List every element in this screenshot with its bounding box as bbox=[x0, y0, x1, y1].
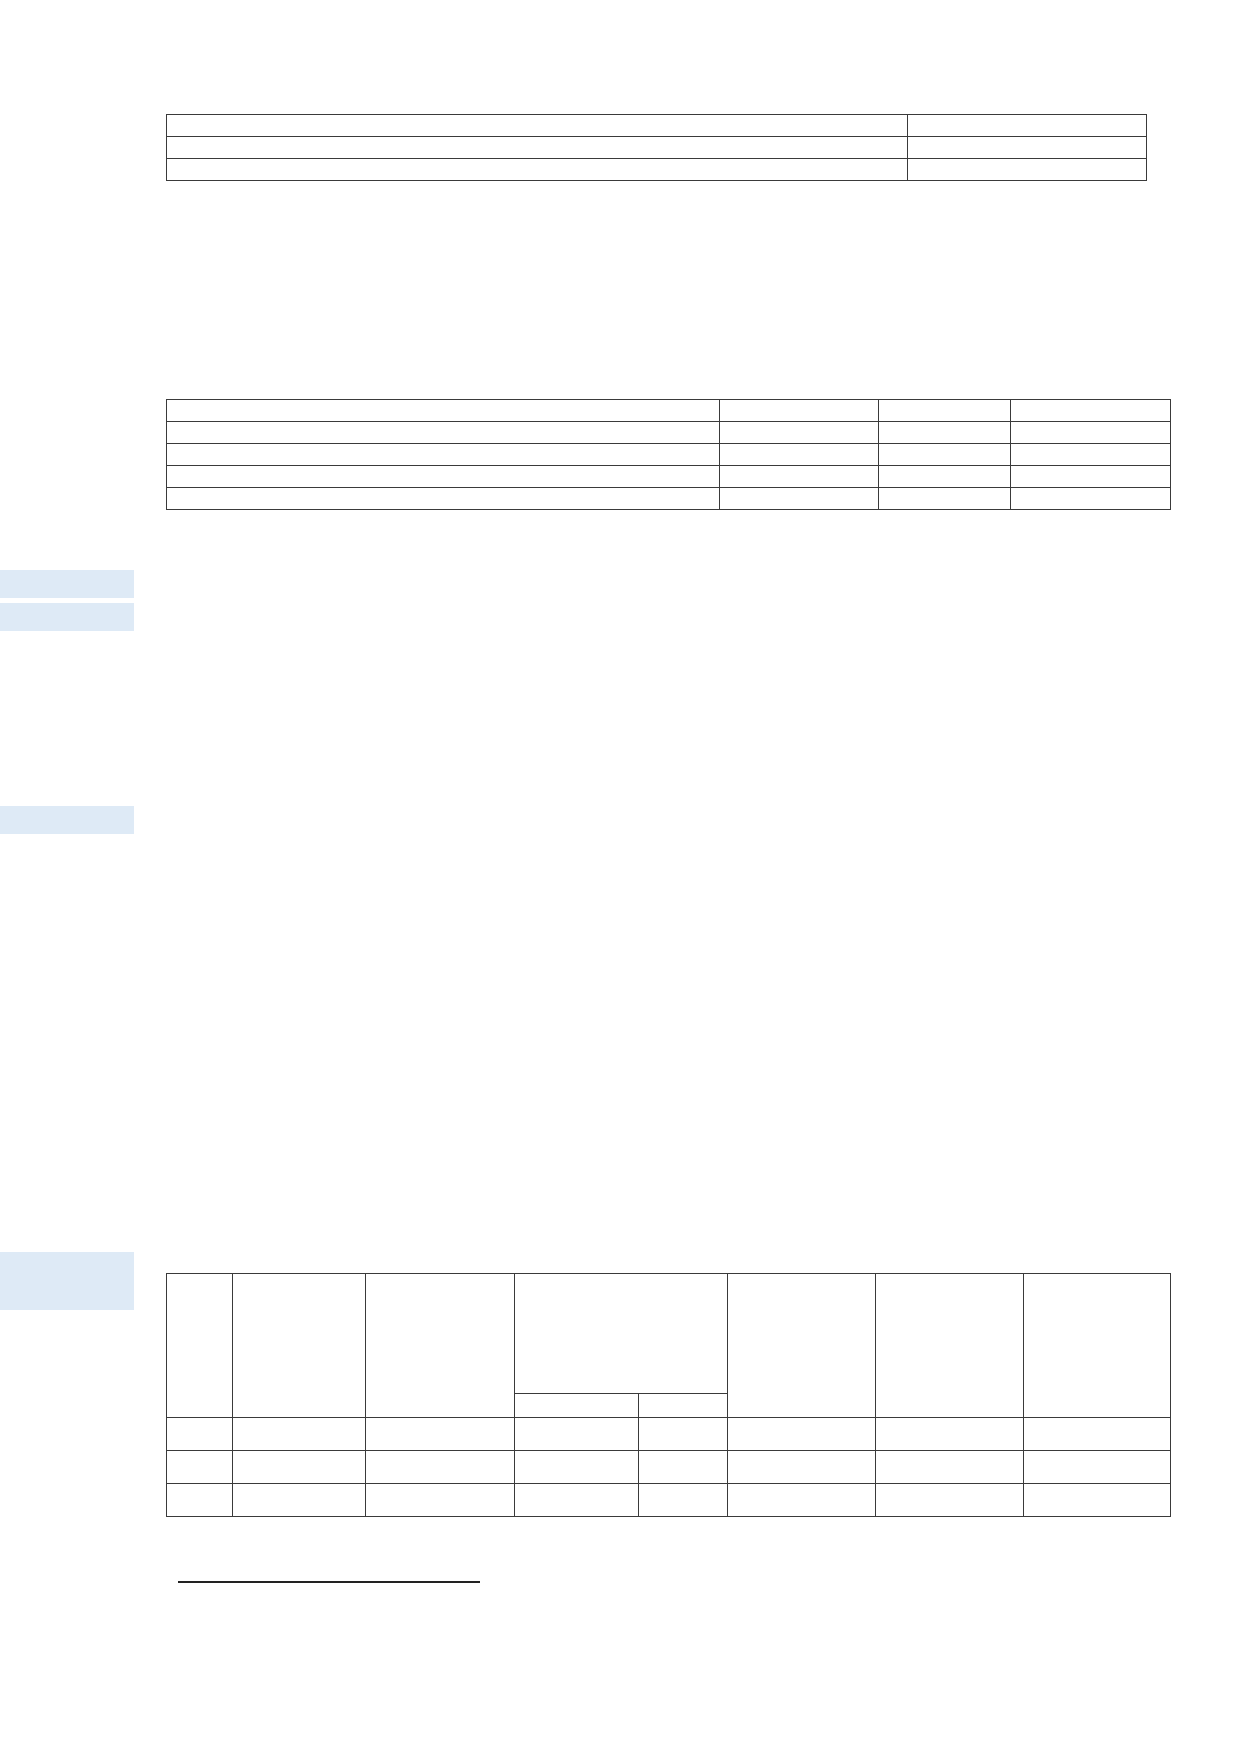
margin-tab-1 bbox=[0, 570, 134, 598]
table-cell bbox=[727, 1483, 876, 1517]
table-cell bbox=[727, 1417, 876, 1451]
table-cell bbox=[719, 399, 879, 422]
table-cell bbox=[514, 1450, 639, 1484]
table-1-row bbox=[166, 114, 1147, 137]
table-3-header-cell bbox=[232, 1273, 366, 1418]
table-cell bbox=[875, 1483, 1024, 1517]
table-cell bbox=[166, 158, 908, 181]
table-cell bbox=[166, 136, 908, 159]
table-cell bbox=[638, 1417, 728, 1451]
table-cell bbox=[719, 443, 879, 466]
table-3-row bbox=[166, 1450, 1171, 1484]
table-cell bbox=[166, 1450, 233, 1484]
table-cell bbox=[1010, 421, 1171, 444]
table-cell bbox=[878, 465, 1011, 488]
table-cell bbox=[166, 421, 720, 444]
table-2-row bbox=[166, 421, 1171, 444]
table-3-row bbox=[166, 1483, 1171, 1517]
footnote-rule bbox=[178, 1581, 480, 1583]
table-3 bbox=[166, 1273, 1171, 1517]
table-cell bbox=[166, 1483, 233, 1517]
table-cell bbox=[1023, 1483, 1171, 1517]
table-3-subheader-cell bbox=[514, 1393, 639, 1418]
table-3-row bbox=[166, 1417, 1171, 1451]
table-cell bbox=[166, 1417, 233, 1451]
table-2-row bbox=[166, 399, 1171, 422]
table-cell bbox=[638, 1450, 728, 1484]
table-cell bbox=[365, 1450, 515, 1484]
table-cell bbox=[166, 487, 720, 510]
table-cell bbox=[514, 1483, 639, 1517]
table-1-row bbox=[166, 136, 1147, 159]
table-cell bbox=[878, 399, 1011, 422]
table-cell bbox=[907, 158, 1147, 181]
table-cell bbox=[232, 1450, 366, 1484]
table-cell bbox=[1010, 443, 1171, 466]
table-cell bbox=[1023, 1417, 1171, 1451]
table-cell bbox=[365, 1417, 515, 1451]
table-cell bbox=[875, 1417, 1024, 1451]
table-3-header-cell bbox=[166, 1273, 233, 1418]
table-cell bbox=[166, 443, 720, 466]
table-cell bbox=[875, 1450, 1024, 1484]
table-3-subheader-cell bbox=[638, 1393, 728, 1418]
table-cell bbox=[719, 465, 879, 488]
table-cell bbox=[365, 1483, 515, 1517]
table-cell bbox=[166, 465, 720, 488]
table-3-header-group bbox=[514, 1273, 728, 1394]
table-3-header-cell bbox=[365, 1273, 515, 1418]
table-cell bbox=[514, 1417, 639, 1451]
table-1-row bbox=[166, 158, 1147, 181]
table-cell bbox=[166, 114, 908, 137]
table-cell bbox=[719, 421, 879, 444]
margin-tab-3 bbox=[0, 806, 134, 834]
table-1 bbox=[166, 114, 1147, 181]
table-cell bbox=[878, 421, 1011, 444]
table-cell bbox=[719, 487, 879, 510]
table-cell bbox=[166, 399, 720, 422]
table-2-row bbox=[166, 487, 1171, 510]
table-cell bbox=[907, 136, 1147, 159]
margin-tab-4 bbox=[0, 1252, 134, 1310]
table-cell bbox=[878, 443, 1011, 466]
table-2-row bbox=[166, 443, 1171, 466]
table-3-header-cell bbox=[1023, 1273, 1171, 1418]
table-cell bbox=[727, 1450, 876, 1484]
table-cell bbox=[232, 1417, 366, 1451]
table-cell bbox=[878, 487, 1011, 510]
table-2 bbox=[166, 399, 1171, 510]
table-cell bbox=[1010, 465, 1171, 488]
margin-tab-2 bbox=[0, 603, 134, 631]
table-cell bbox=[232, 1483, 366, 1517]
table-cell bbox=[1010, 399, 1171, 422]
table-cell bbox=[638, 1483, 728, 1517]
table-2-row bbox=[166, 465, 1171, 488]
table-3-header-cell bbox=[875, 1273, 1024, 1418]
table-cell bbox=[1010, 487, 1171, 510]
table-cell bbox=[1023, 1450, 1171, 1484]
table-cell bbox=[907, 114, 1147, 137]
table-3-header-cell bbox=[727, 1273, 876, 1418]
